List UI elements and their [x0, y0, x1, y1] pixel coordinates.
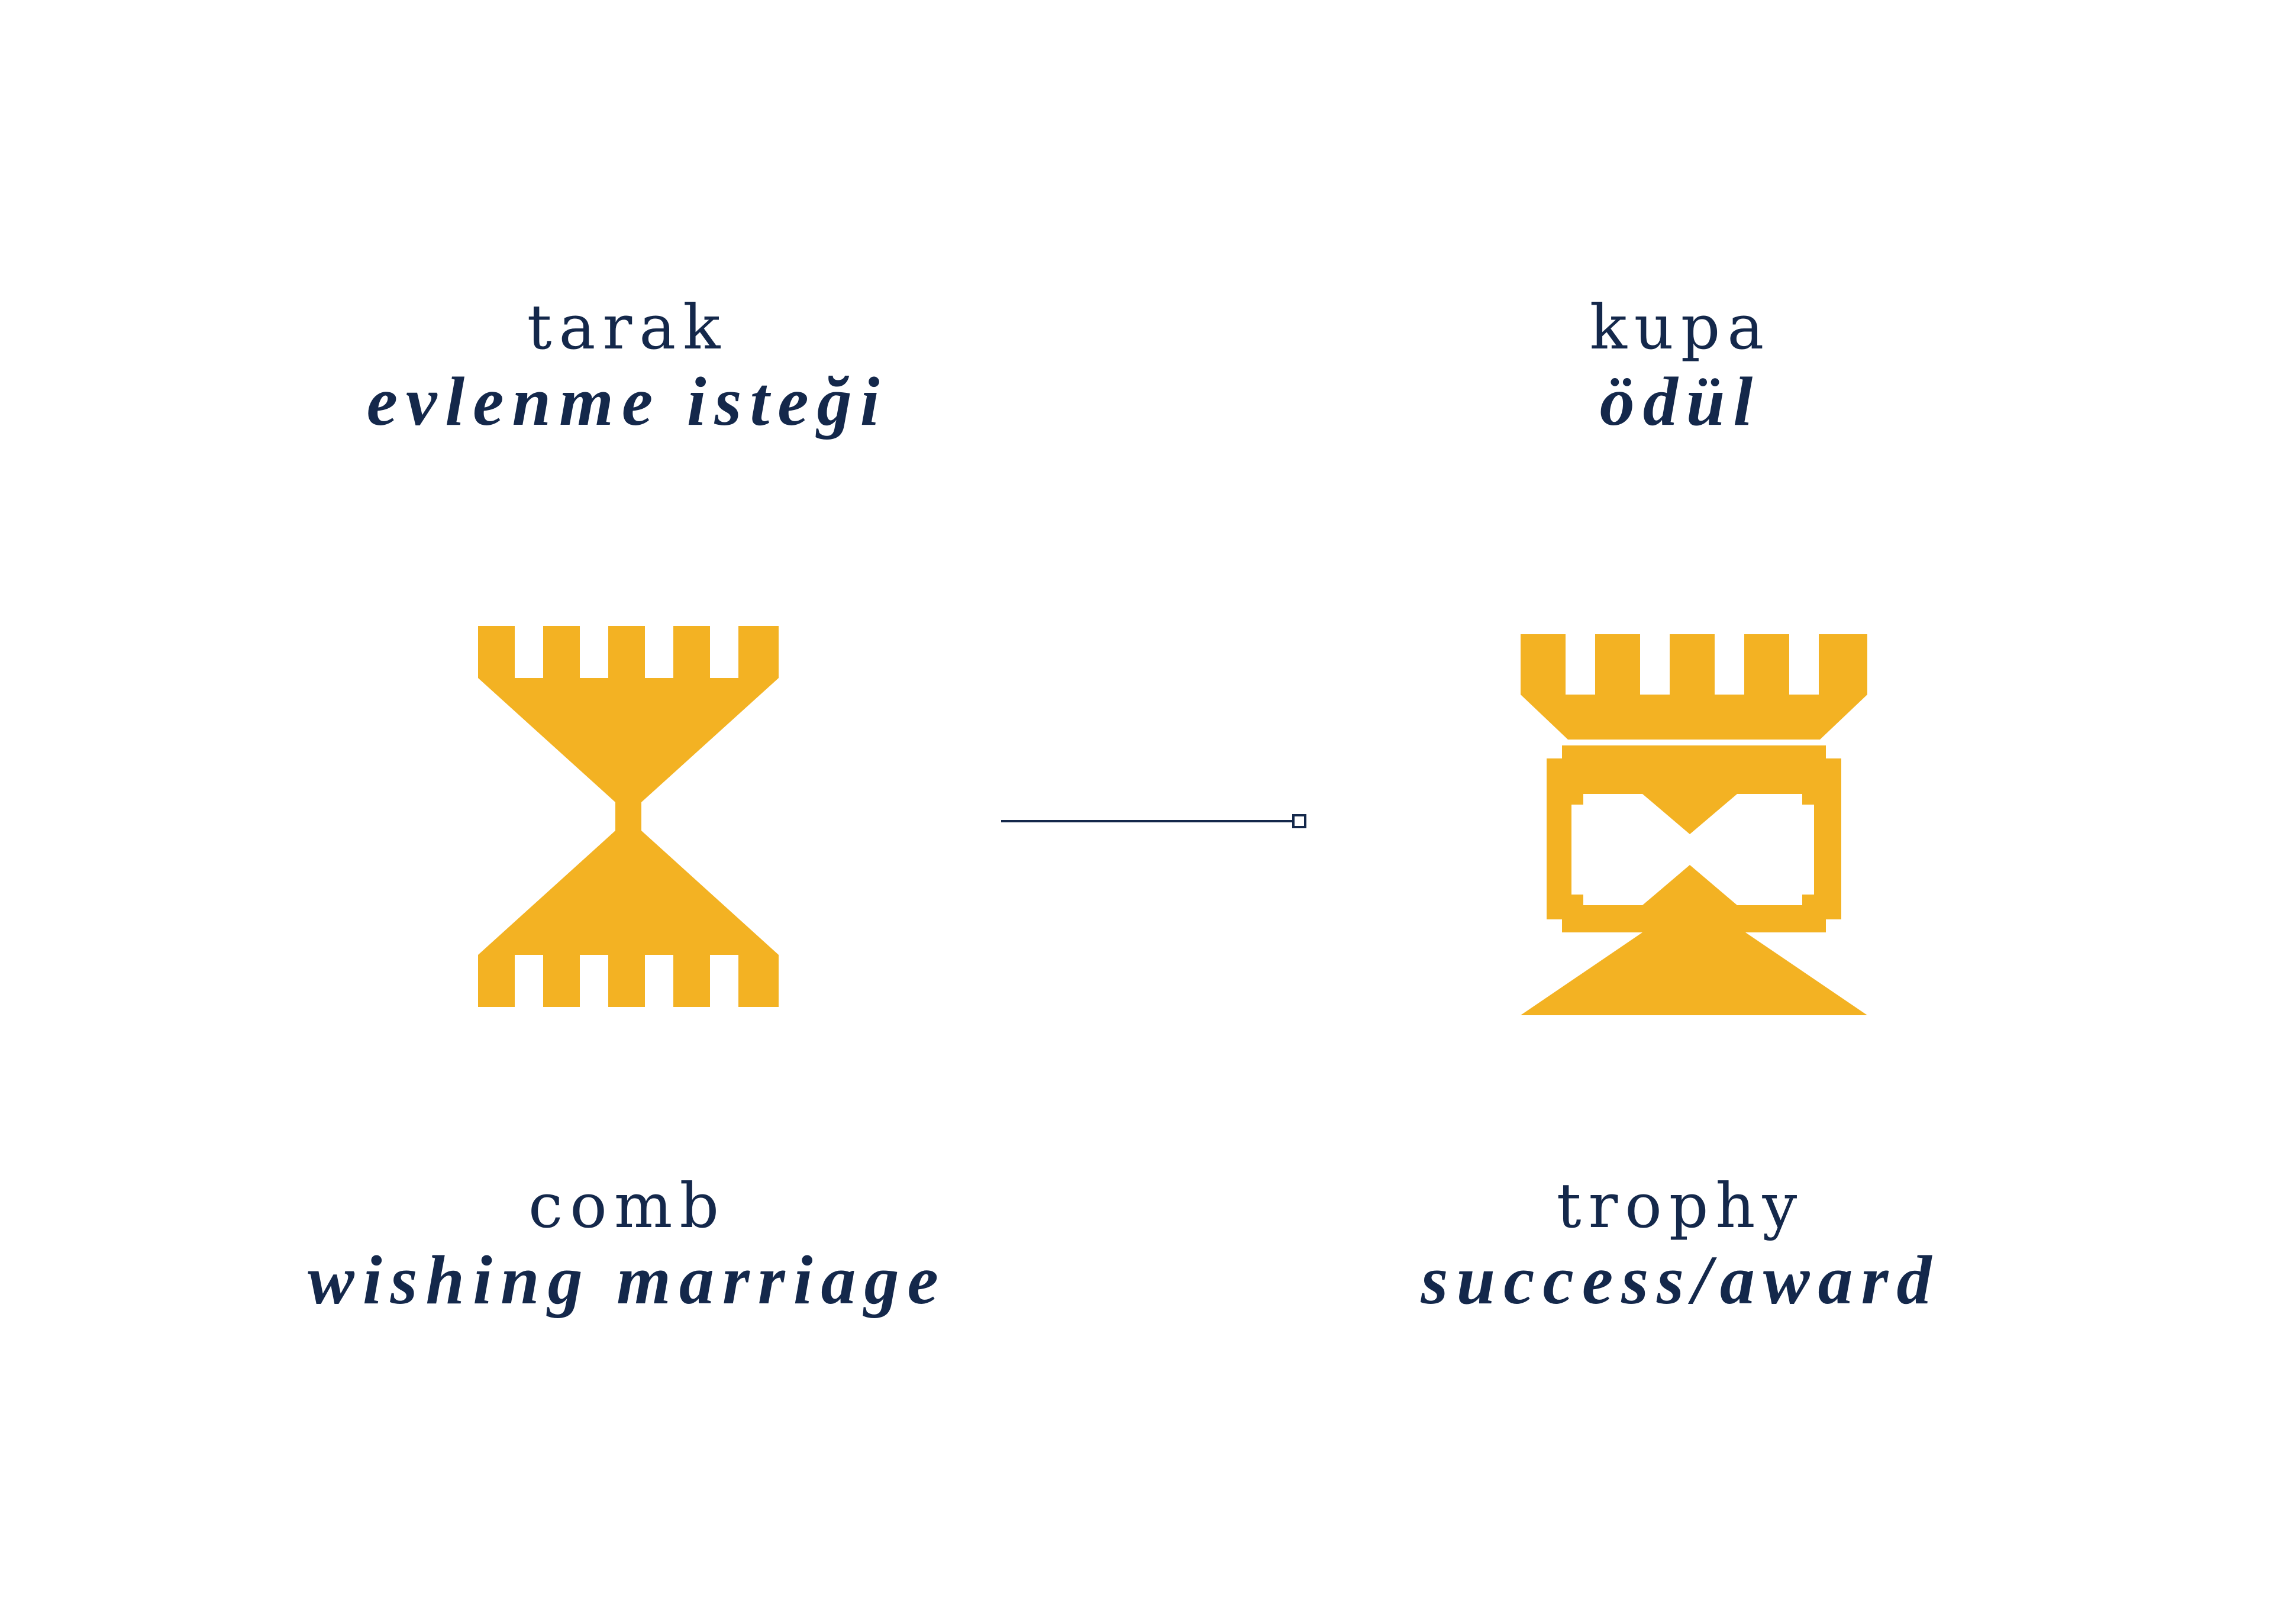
- trophy-turkish-meaning: ödül: [1599, 363, 1761, 440]
- comb-english-meaning: wishing marriage: [308, 1241, 947, 1319]
- comb-motif-shape: [478, 626, 779, 1007]
- comb-turkish-meaning: evlenme isteği: [366, 363, 888, 440]
- trophy-english-name: trophy: [1556, 1170, 1805, 1242]
- comb-turkish-label: tarak evlenme isteği: [213, 290, 1041, 439]
- trophy-english-label: trophy success/award: [1266, 1168, 2094, 1318]
- connector-endpoint-handle: [1292, 814, 1306, 828]
- comb-motif-icon: [478, 626, 779, 1007]
- comb-english-name: comb: [528, 1170, 727, 1242]
- trophy-turkish-name: kupa: [1589, 291, 1771, 363]
- trophy-motif-shape: [1521, 634, 1867, 1015]
- connector-line: [1001, 814, 1306, 828]
- trophy-turkish-label: kupa ödül: [1266, 290, 2094, 439]
- comb-turkish-name: tarak: [527, 291, 728, 363]
- trophy-english-meaning: success/award: [1421, 1241, 1940, 1319]
- comb-english-label: comb wishing marriage: [213, 1168, 1041, 1318]
- trophy-motif-icon: [1521, 634, 1867, 1015]
